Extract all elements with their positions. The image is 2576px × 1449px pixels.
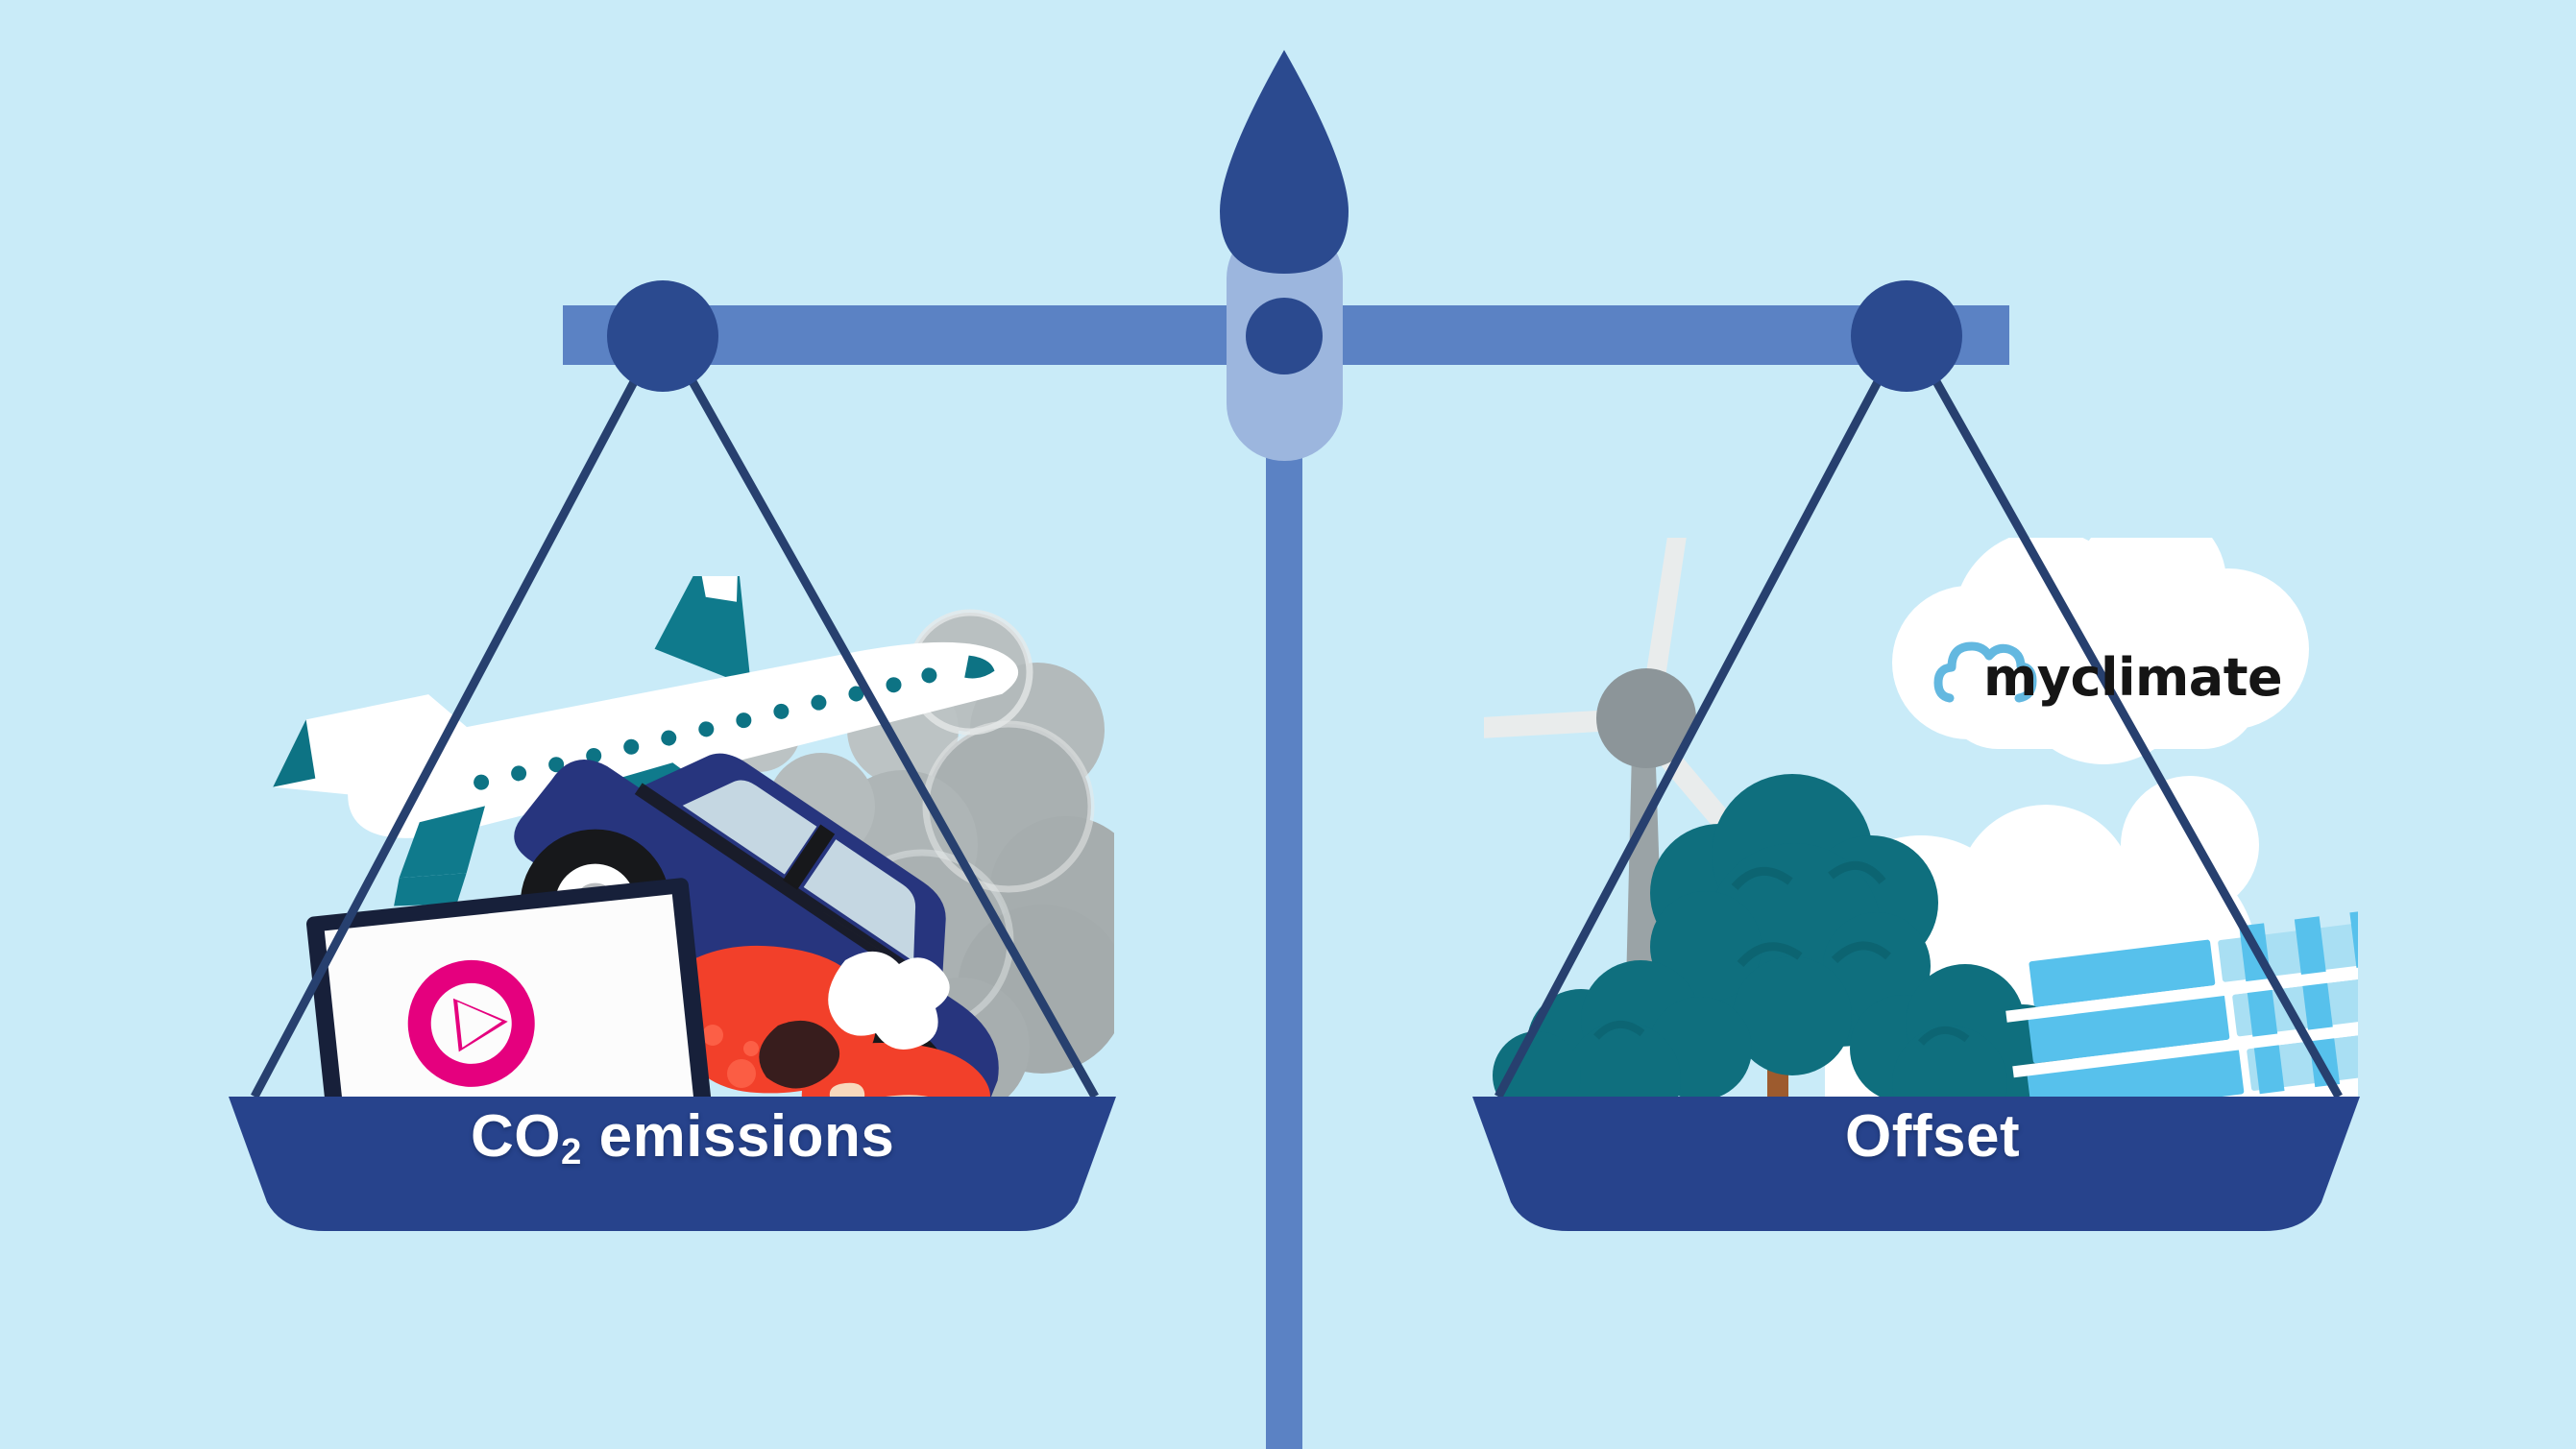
right-pan-bowl[interactable] (1472, 1097, 2360, 1231)
left-beam-knob[interactable] (607, 280, 718, 392)
myclimate-wordmark: myclimate (1983, 647, 2283, 708)
left-pan-strings (251, 343, 1099, 1099)
myclimate-logo-cloud (1892, 538, 2309, 764)
right-pan-strings (1495, 343, 2343, 1099)
right-beam-knob[interactable] (1851, 280, 1962, 392)
right-pan-contents (1484, 538, 2358, 1099)
teardrop-finial (1220, 50, 1349, 274)
tree (1493, 774, 2073, 1099)
left-pan-label-suffix: emissions (581, 1103, 895, 1170)
laptop-video (306, 878, 714, 1099)
right-pan-label: Offset (1845, 1103, 2021, 1170)
solar-panel (2005, 909, 2358, 1099)
cloud-outline-icon (1933, 641, 2037, 703)
left-pan-contents (273, 576, 1114, 1099)
left-pan-bowl[interactable] (229, 1097, 1116, 1231)
left-pan-label-main: CO (471, 1103, 561, 1170)
pivot-knob (1246, 298, 1323, 374)
left-pan-label: CO2 emissions (471, 1102, 895, 1173)
left-pan-label-subscript: 2 (561, 1131, 582, 1173)
play-button-icon[interactable] (401, 954, 541, 1093)
meat-steak (666, 945, 990, 1099)
